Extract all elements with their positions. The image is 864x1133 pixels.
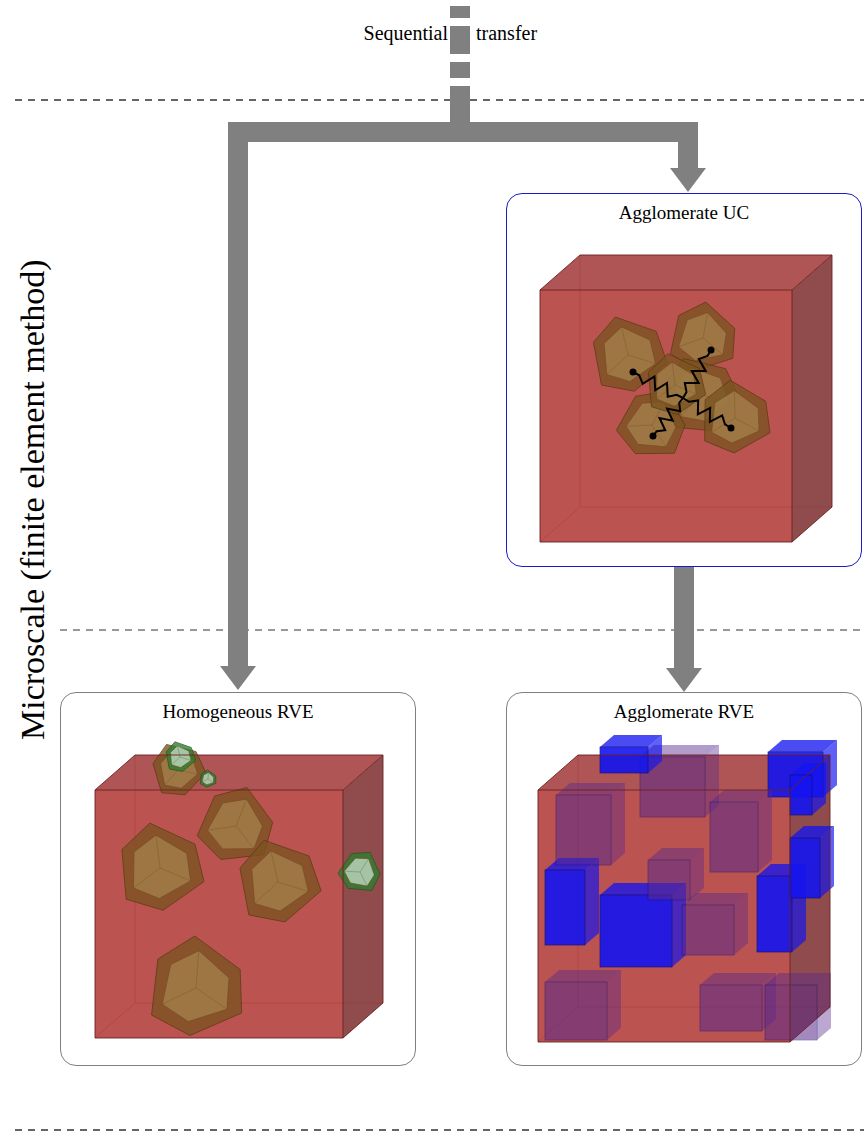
cube-edge — [540, 255, 832, 542]
transfer-arrow — [460, 132, 688, 170]
transfer-bar — [450, 86, 470, 100]
agglomerate-box — [790, 763, 826, 815]
particle — [166, 742, 196, 772]
particle — [648, 354, 705, 415]
scale-divider — [60, 629, 864, 631]
cube-edge — [95, 755, 383, 1038]
spring-symbol — [633, 372, 683, 398]
agglomerate-box — [790, 826, 834, 898]
scale-label: Microscale (finite element method) — [13, 260, 50, 741]
particle — [240, 840, 321, 922]
transfer-label: transfer — [476, 22, 537, 44]
particle — [122, 823, 204, 910]
particle — [338, 852, 380, 890]
spring-symbol — [653, 398, 683, 436]
panel-heading: Agglomerate RVE — [507, 693, 861, 723]
matrix-cube — [540, 255, 832, 542]
figure-panel: Agglomerate UC — [506, 193, 862, 567]
figure-panel: Homogeneous RVE — [60, 692, 416, 1066]
agglomerate-box — [710, 790, 772, 872]
scale-divider — [15, 1129, 864, 1131]
matrix-cube — [538, 755, 830, 1042]
scale-divider — [15, 99, 864, 101]
spring-node — [708, 347, 715, 354]
agglomerate-box — [682, 893, 748, 955]
agglomerate-box — [545, 970, 621, 1040]
particle — [152, 936, 242, 1035]
matrix-cube — [95, 755, 383, 1038]
agglomerate-box — [600, 735, 662, 773]
spring-symbol — [683, 350, 711, 398]
panel-heading: Homogeneous RVE — [61, 693, 415, 723]
transfer-bar — [450, 26, 470, 54]
transfer-arrow — [674, 567, 694, 670]
spring-symbol — [683, 398, 731, 428]
particle — [705, 380, 770, 453]
agglomerate-box — [556, 783, 625, 865]
transfer-label: Sequential — [364, 22, 448, 44]
transfer-bar — [450, 6, 470, 18]
transfer-arrow — [238, 100, 460, 668]
spring-node — [630, 369, 637, 376]
cube-edge — [538, 755, 830, 1042]
panel-heading: Agglomerate UC — [507, 194, 861, 224]
agglomerate-box — [545, 858, 599, 945]
particle — [200, 770, 216, 787]
figure-panel: Agglomerate RVE — [506, 692, 862, 1066]
spring-node — [650, 433, 657, 440]
transfer-bar — [450, 62, 470, 78]
agglomerate-box — [700, 973, 776, 1031]
agglomerate-box — [648, 848, 704, 900]
spring-node — [728, 425, 735, 432]
agglomerate-box — [765, 973, 831, 1040]
